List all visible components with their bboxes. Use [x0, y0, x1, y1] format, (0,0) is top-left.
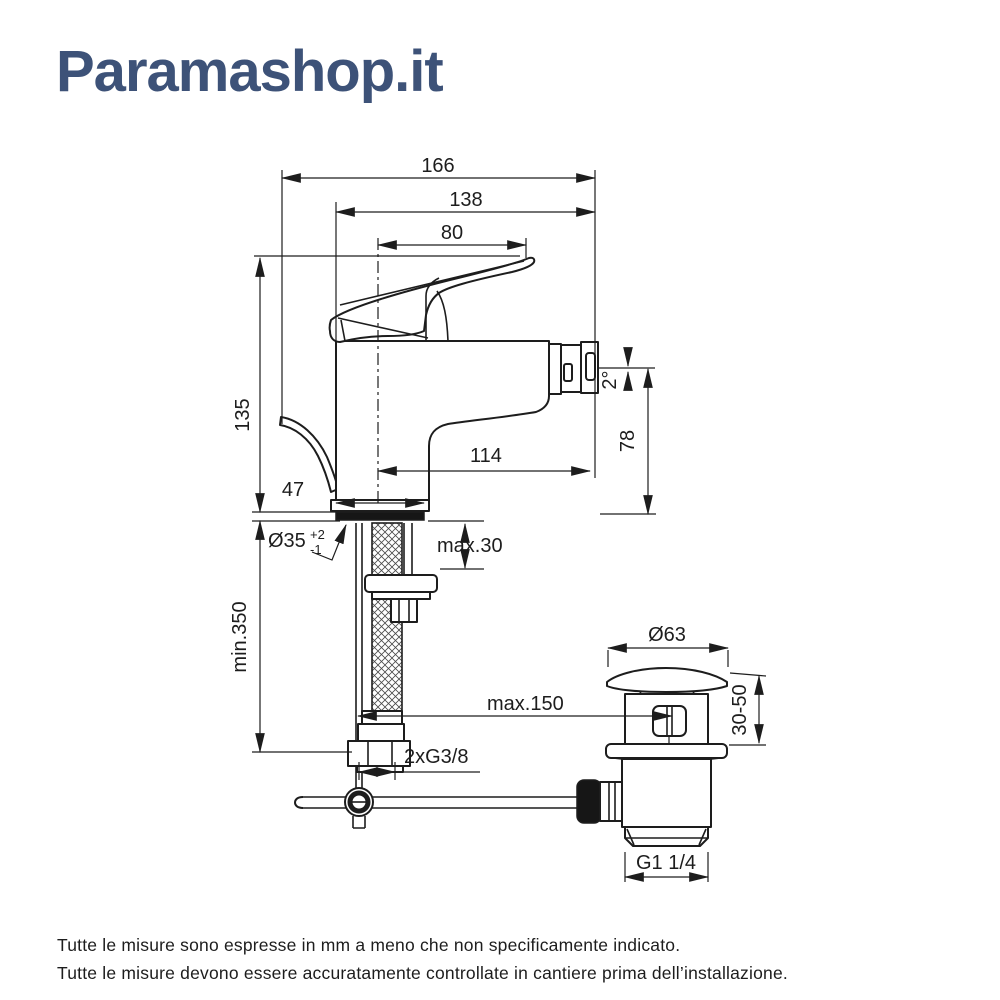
site-logo: Paramashop.it [56, 39, 444, 104]
dim-label-g114: G1 1/4 [636, 852, 696, 874]
dimension-labels: 166 138 80 135 114 47 Ø35 +2 -1 max.30 m… [229, 155, 751, 874]
dim-label-47: 47 [282, 479, 304, 501]
drain-cap [606, 667, 728, 693]
dim-label-max150: max.150 [487, 693, 564, 715]
drain-flange [605, 743, 728, 759]
drain-rod-window [652, 705, 687, 737]
handle-contour [337, 260, 525, 342]
hose-nut [347, 740, 411, 767]
note-line-1: Tutte le misure sono espresse in mm a me… [57, 935, 681, 955]
dim-label-78: 78 [617, 430, 639, 452]
extension-lines [252, 170, 767, 882]
drain-thread [624, 826, 709, 847]
mounting-bracket [364, 574, 438, 593]
handle-neck [425, 277, 449, 342]
drain-assembly [576, 667, 728, 847]
dim-label-2deg: 2° [599, 370, 621, 389]
dim-label-max30: max.30 [437, 535, 503, 557]
dim-label-2xg38: 2xG3/8 [404, 746, 468, 768]
dim-label-166: 166 [421, 155, 454, 177]
hose-fitting [361, 710, 403, 725]
dim-label-114: 114 [470, 445, 502, 467]
dimension-lines [255, 173, 764, 882]
dim-label-3050: 30-50 [729, 684, 751, 735]
faucet-handle [328, 256, 536, 343]
dim-label-dia35: Ø35 [268, 530, 306, 552]
dim-label-dia35-tol-plus: +2 [310, 527, 325, 542]
dim-label-dia35-tol-minus: -1 [310, 542, 322, 557]
dim-label-min350: min.350 [229, 601, 251, 672]
faucet-group [279, 256, 728, 847]
pop-up-lever [279, 416, 339, 493]
drain-lower-body [621, 758, 712, 828]
note-line-2: Tutte le misure devono essere accuratame… [57, 963, 788, 983]
faucet-base-lip [330, 499, 430, 512]
mounting-nut [390, 598, 418, 623]
dim-label-dia63: Ø63 [648, 624, 686, 646]
dim-label-80: 80 [441, 222, 463, 244]
rod-ball-joint [576, 779, 602, 824]
dim-label-138: 138 [449, 189, 482, 211]
spout-aerator [548, 341, 599, 395]
notes: Tutte le misure sono espresse in mm a me… [57, 931, 788, 987]
faucet-body [335, 340, 550, 501]
dim-label-135: 135 [232, 398, 254, 431]
base-gasket [335, 511, 425, 521]
pop-up-rod [294, 787, 578, 829]
